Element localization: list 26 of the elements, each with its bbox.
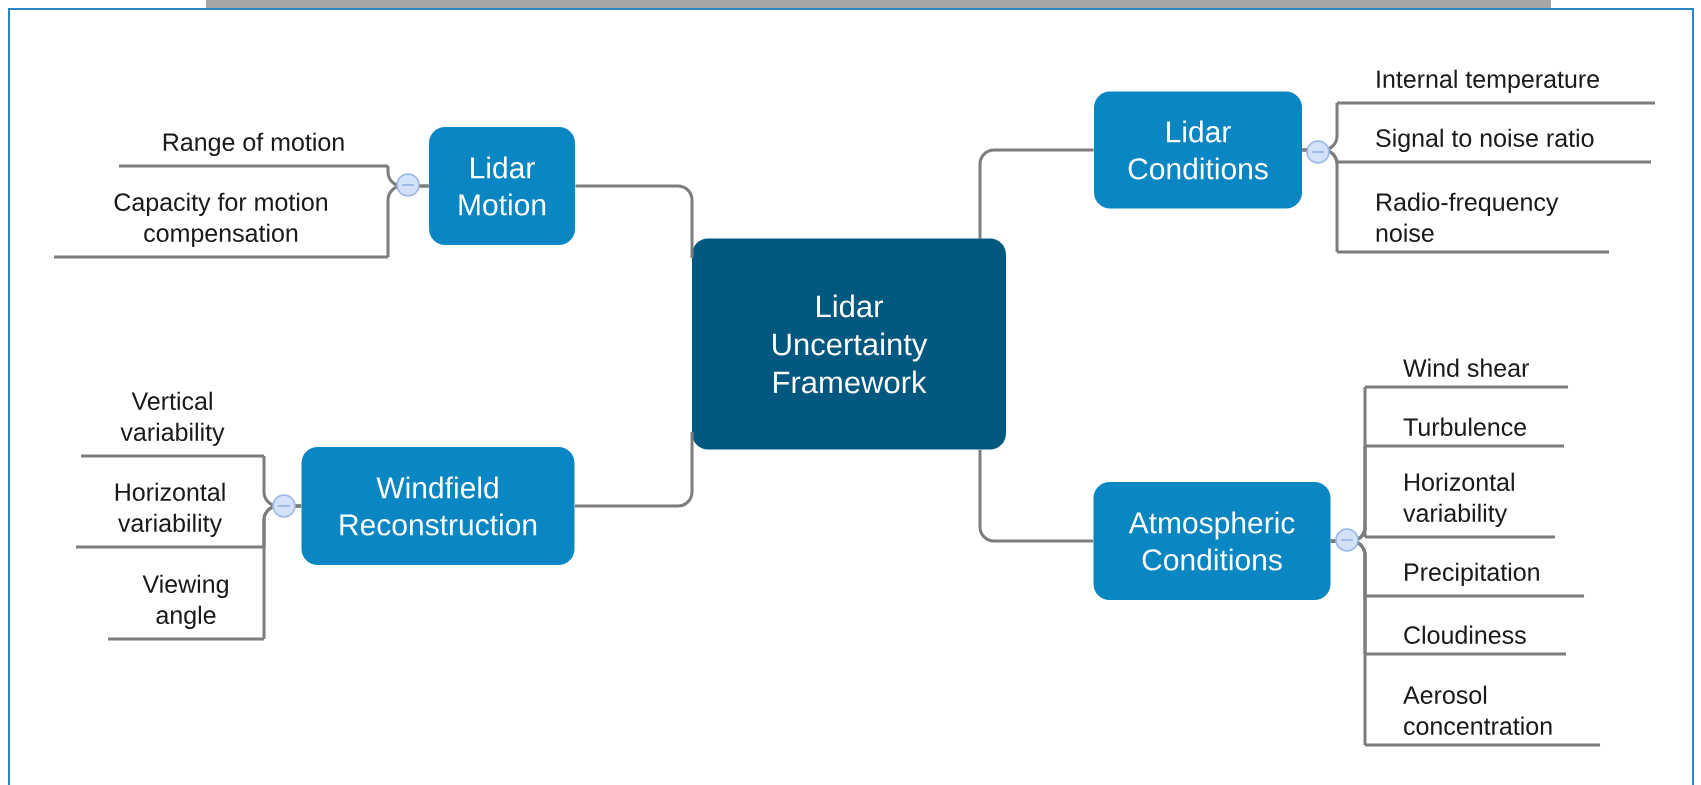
subtopic-label: Internal temperature	[1337, 69, 1655, 105]
connector-line	[978, 450, 1094, 543]
subtopic-label: Range of motion	[119, 132, 388, 168]
subtopic-label: Radio-frequency noise	[1337, 192, 1609, 254]
subtopic-label: Turbulence	[1365, 417, 1564, 448]
subtopic-label: Horizontal variability	[1365, 472, 1555, 539]
connector-line	[575, 184, 694, 258]
subtopic-label: Wind shear	[1365, 358, 1568, 389]
connector-line	[574, 432, 694, 508]
topic-box: Atmospheric Conditions	[1093, 482, 1331, 600]
connector-line	[1330, 539, 1367, 745]
topic-box: Windfield Reconstruction	[301, 447, 575, 565]
central-topic-box: Lidar Uncertainty Framework	[692, 238, 1006, 450]
connector-line	[1302, 148, 1339, 252]
subtopic-label: Horizontal variability	[76, 482, 264, 549]
connector-line	[978, 148, 1094, 239]
subtopic-label: Cloudiness	[1365, 625, 1566, 656]
subtopic-label: Viewing angle	[108, 574, 264, 641]
topic-box: Lidar Motion	[429, 127, 575, 245]
subtopic-label: Aerosol concentration	[1365, 685, 1600, 747]
subtopic-label: Signal to noise ratio	[1337, 128, 1651, 164]
subtopic-label: Capacity for motion compensation	[54, 192, 388, 259]
connector-line	[262, 504, 302, 639]
subtopic-label: Precipitation	[1365, 562, 1584, 598]
subtopic-label: Vertical variability	[81, 391, 264, 458]
topic-box: Lidar Conditions	[1094, 91, 1302, 209]
